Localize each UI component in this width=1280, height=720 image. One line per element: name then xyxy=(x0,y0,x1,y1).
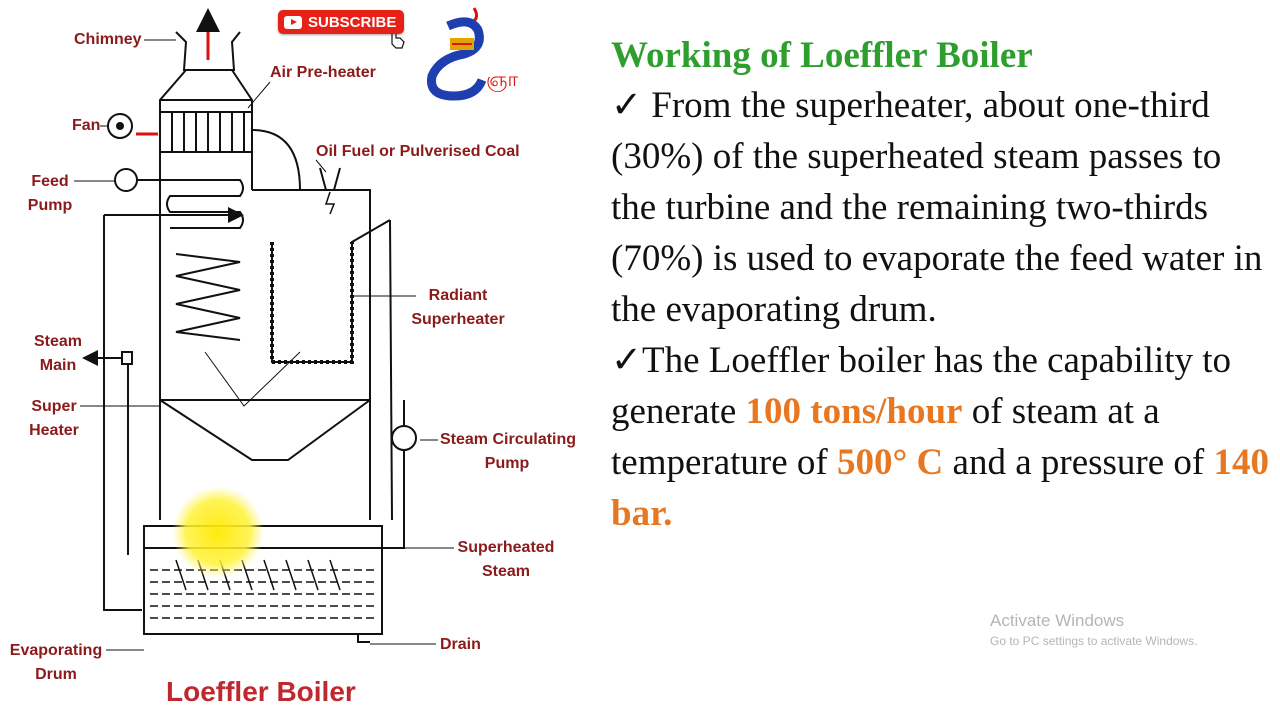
air-preheater xyxy=(159,111,253,153)
feed-pump-icon xyxy=(114,168,138,192)
text-panel: Working of Loeffler Boiler ✓ From the su… xyxy=(611,32,1271,539)
paragraph-2-text-b: of steam at a temperature of xyxy=(611,391,1160,483)
channel-logo-icon: ஞா xyxy=(426,7,518,101)
checkmark-icon: ✓ xyxy=(611,340,643,381)
label-air-preheater: Air Pre-heater xyxy=(270,64,376,81)
svg-text:ஞா: ஞா xyxy=(486,67,518,92)
diagram-title: Loeffler Boiler xyxy=(166,676,356,707)
chimney-shape xyxy=(175,31,241,71)
highlight-pressure: 140 bar. xyxy=(611,442,1269,534)
boiler-schematic: ஞா xyxy=(74,7,518,651)
subscribe-button[interactable]: SUBSCRIBE xyxy=(278,10,405,34)
steam-circulating-pump-icon xyxy=(391,425,417,451)
paragraph-2-text-c: and a pressure of xyxy=(943,442,1214,483)
activate-windows-watermark: Activate Windows Go to PC settings to ac… xyxy=(990,610,1197,650)
radiant-superheater xyxy=(271,219,391,363)
highlight-capacity: 100 tons/hour xyxy=(745,391,963,432)
subscribe-label: SUBSCRIBE xyxy=(308,13,397,31)
highlight-temperature: 500° C xyxy=(837,442,944,483)
paragraph-1-text: From the superheater, about one-third (3… xyxy=(611,85,1263,330)
paragraph-1: ✓ From the superheater, about one-third … xyxy=(611,80,1271,335)
label-oil-fuel: Oil Fuel or Pulverised Coal xyxy=(316,143,520,160)
paragraph-2: ✓The Loeffler boiler has the capability … xyxy=(611,335,1271,539)
cursor-highlight xyxy=(172,486,264,578)
label-drain: Drain xyxy=(440,636,481,653)
watermark-line-2: Go to PC settings to activate Windows. xyxy=(990,634,1198,648)
panel-title: Working of Loeffler Boiler xyxy=(611,35,1033,76)
watermark-line-1: Activate Windows xyxy=(990,611,1125,630)
checkmark-icon: ✓ xyxy=(611,85,643,126)
convection-superheater xyxy=(175,253,241,341)
label-chimney: Chimney xyxy=(74,31,142,48)
label-fan: Fan xyxy=(72,117,101,134)
youtube-play-icon xyxy=(284,15,302,29)
paragraph-2-text-a: The Loeffler boiler has the capability t… xyxy=(611,340,1232,432)
hand-cursor-icon xyxy=(391,31,405,49)
loeffler-boiler-diagram: ஞா SUBSCRIBE Chimney Air Pre-heater Fan … xyxy=(0,0,600,720)
